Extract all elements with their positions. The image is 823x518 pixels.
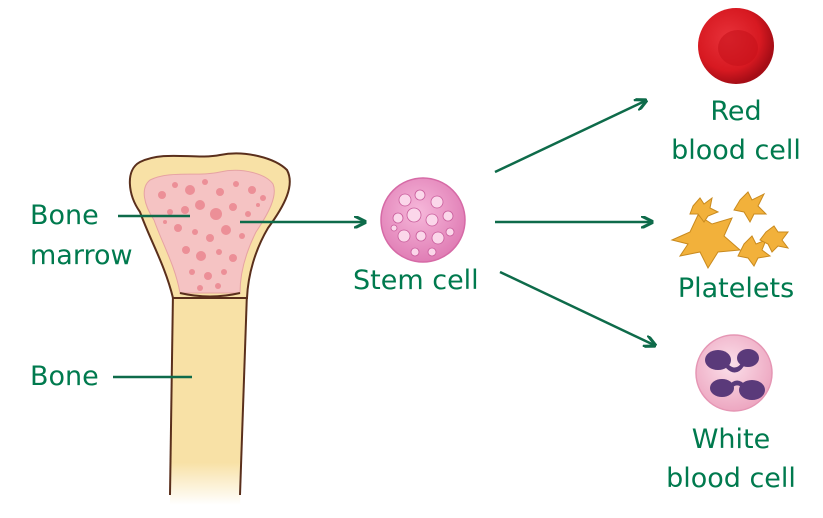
arrow-stem-to-red	[494, 101, 645, 174]
platelets-illustration	[670, 191, 790, 270]
white-blood-cell-illustration	[695, 334, 773, 412]
bone-marrow-label-line1: Bone	[30, 200, 99, 231]
red-blood-cell-label-line1: Red	[710, 96, 762, 127]
bone-marrow-label-line2: marrow	[30, 240, 133, 271]
platelets-label: Platelets	[677, 273, 795, 304]
stem-cell-label: Stem cell	[353, 265, 479, 296]
stem-cell-illustration	[380, 177, 466, 263]
bone-shaft	[169, 291, 248, 505]
white-blood-cell-label-line2: blood cell	[666, 463, 796, 494]
arrow-stem-to-white	[499, 270, 654, 345]
red-blood-cell-illustration	[698, 8, 774, 84]
bone-label: Bone	[30, 361, 99, 392]
bone-marrow-region	[143, 169, 275, 298]
white-blood-cell-label-line1: White	[691, 424, 771, 455]
red-blood-cell-label-line2: blood cell	[671, 135, 801, 166]
